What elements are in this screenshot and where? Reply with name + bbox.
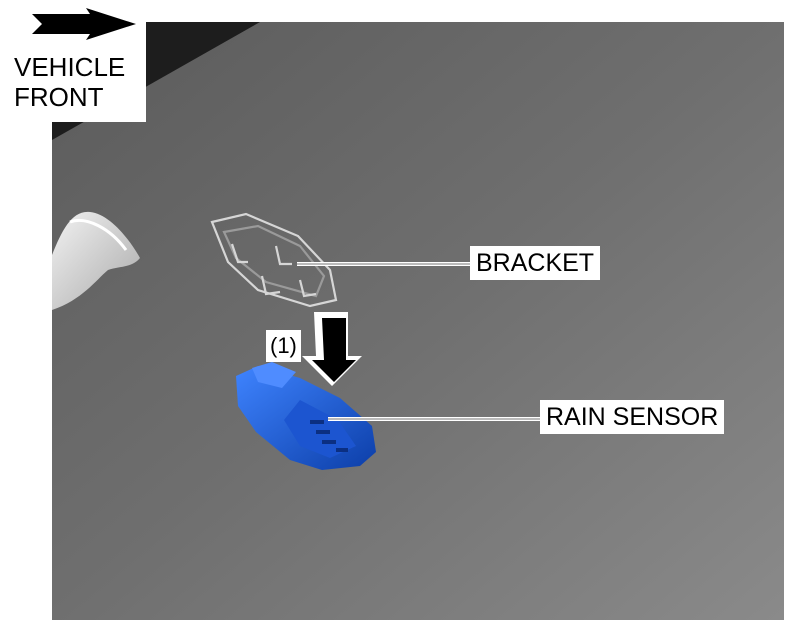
vehicle-front-marker: VEHICLE FRONT [0, 0, 146, 122]
windshield-panel [52, 22, 784, 620]
bracket-outline [210, 212, 338, 308]
vehicle-front-label-line1: VEHICLE [14, 52, 126, 82]
step-number-label: (1) [266, 330, 301, 362]
bracket-label: BRACKET [470, 246, 601, 280]
vehicle-front-label-line2: FRONT [14, 82, 104, 112]
install-direction-arrow-icon [302, 312, 362, 386]
vehicle-front-arrow-icon [32, 8, 136, 40]
mirror-mount [52, 211, 140, 310]
rain-sensor-label: RAIN SENSOR [540, 400, 725, 434]
rain-sensor [236, 362, 376, 470]
